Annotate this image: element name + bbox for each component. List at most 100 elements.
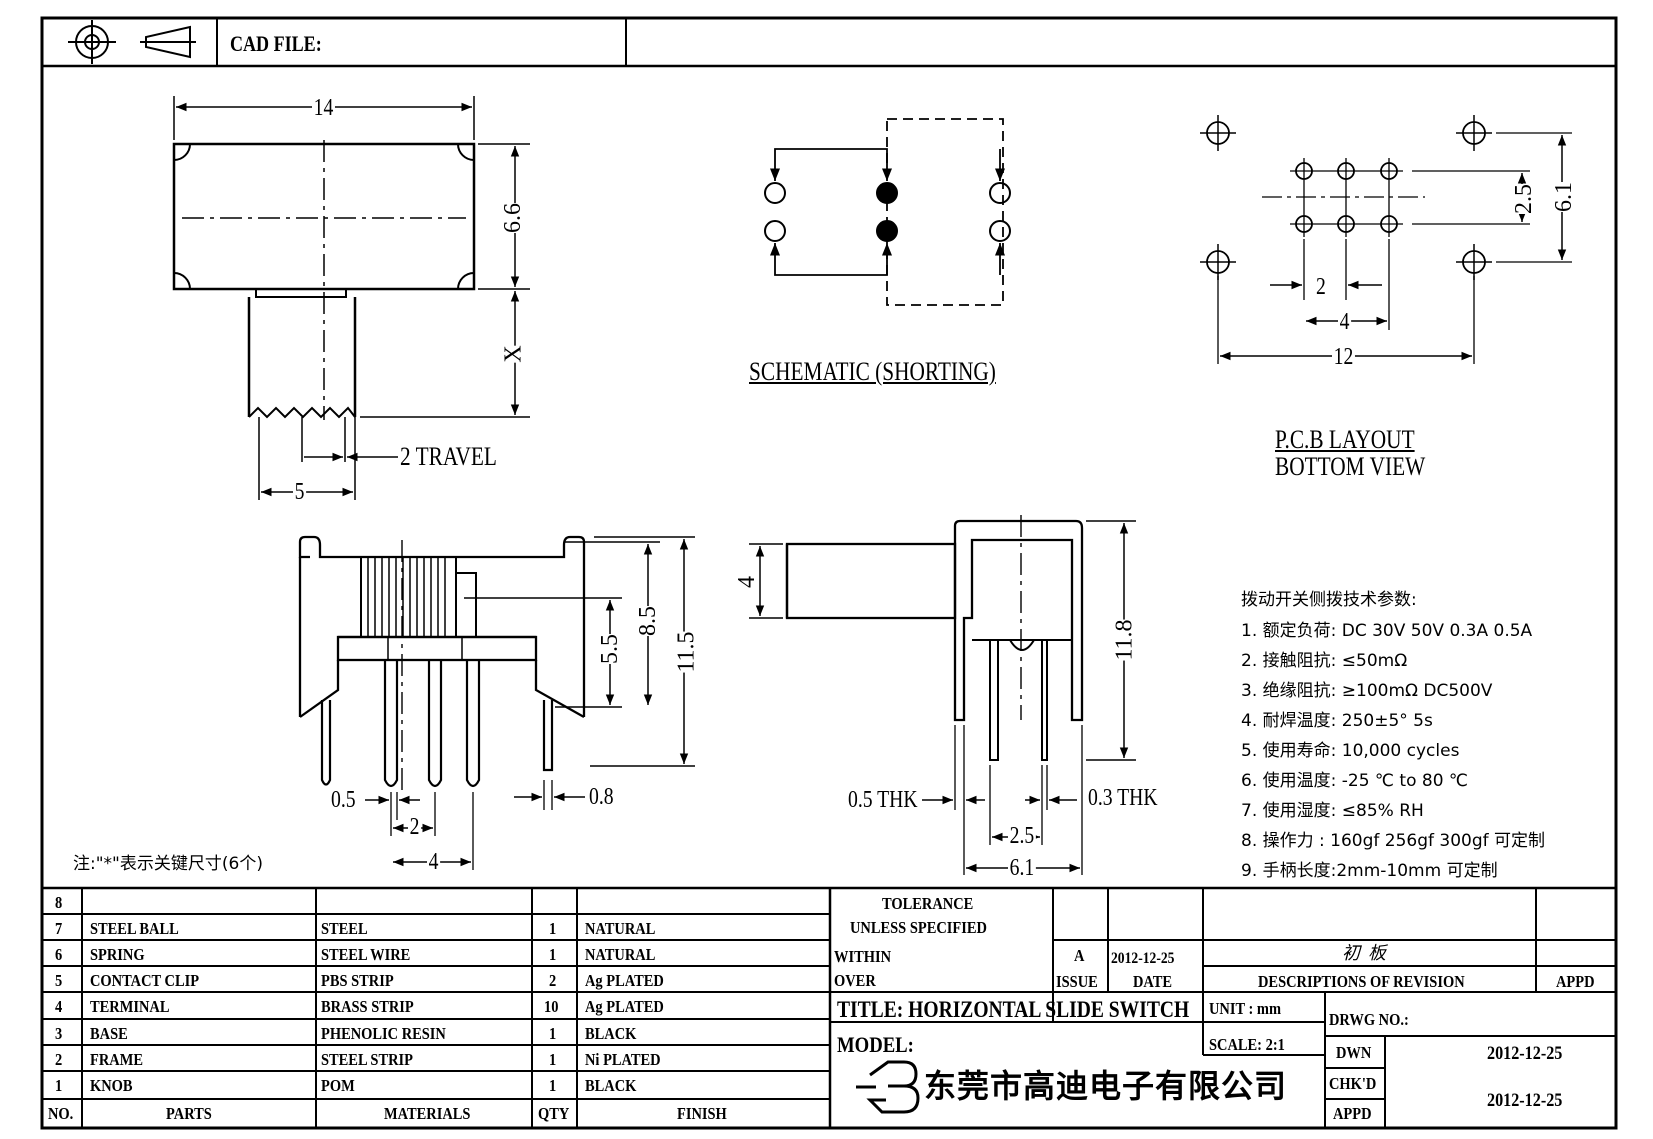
drwg-no-label: DRWG NO.: [1329,1010,1409,1029]
issue-value: A [1074,946,1085,965]
revision-value: 初板 [1342,943,1394,964]
bom-part: SPRING [90,945,145,964]
bom-finish: BLACK [585,1076,637,1095]
bom-table-grid [42,886,1616,1128]
bom-no: 8 [55,893,63,912]
dim-side-61: 6.1 [1008,855,1036,881]
bom-no: 3 [55,1024,63,1043]
bom-no: 4 [55,997,63,1016]
dwn-label: DWN [1336,1043,1372,1062]
dim-front-55: 5.5 [597,634,623,664]
bom-qty: 1 [549,945,557,964]
dim-front-08: 0.8 [589,784,614,810]
pcb-pin-holes [1290,158,1403,237]
company-name: 东莞市高迪电子有限公司 [924,1067,1288,1105]
bom-qty: 1 [549,1024,557,1043]
tolerance-within: WITHIN [834,947,892,966]
dim-pcb-row: 2.5 [1511,184,1537,214]
dim-height: 6.6 [500,203,526,233]
bom-qty: 10 [544,997,559,1016]
revision-desc-label: DESCRIPTIONS OF REVISION [1258,972,1465,991]
date-value: 2012-12-25 [1111,950,1175,967]
dim-pcb-outer: 6.1 [1551,182,1577,212]
bom-material: STEEL [321,919,368,938]
bom-material: STEEL STRIP [321,1050,413,1069]
header-block [42,18,1616,68]
dim-length: 14 [312,95,335,121]
spec-item: 2. 接触阻抗: ≤50mΩ [1241,651,1408,671]
projection-cone-icon [140,25,196,59]
dim-x: X [500,345,527,363]
company-logo-icon [856,1060,920,1114]
issue-label: ISSUE [1056,972,1098,991]
bom-material: PBS STRIP [321,971,394,990]
bom-finish: NATURAL [585,945,656,964]
front-view [298,535,695,870]
key-dimension-note: 注:"*"表示关键尺寸(6个) [73,854,263,874]
dim-pcb-pitch-small: 2 [1316,274,1326,300]
spec-item: 7. 使用湿度: ≤85% RH [1241,801,1424,821]
dim-side-03thk: 0.3 THK [1088,785,1158,811]
specs-title: 拨动开关侧拨技术参数: [1241,590,1417,610]
dim-front-2: 2 [408,814,422,840]
dim-front-05: 0.5 [331,787,356,813]
dwn-date: 2012-12-25 [1487,1043,1563,1064]
dim-side-4: 4 [734,576,760,588]
unit-label: UNIT : mm [1209,999,1281,1018]
bom-qty: 1 [549,919,557,938]
bom-material: POM [321,1076,355,1095]
dim-front-85: 8.5 [635,606,661,636]
schematic-view [764,118,1011,306]
dim-front-4: 4 [427,849,441,875]
dim-pcb-pitch-mid: 4 [1338,309,1352,335]
bom-qty: 2 [549,971,557,990]
bom-header-materials: MATERIALS [384,1104,471,1123]
bom-finish: Ag PLATED [585,971,664,990]
dim-pcb-span: 12 [1332,344,1355,370]
bom-header-parts: PARTS [166,1104,212,1123]
pcb-layout-view [1200,115,1572,364]
bom-material: PHENOLIC RESIN [321,1024,446,1043]
cad-file-label: CAD FILE: [230,31,322,56]
dim-side-25: 2.5 [1008,823,1036,849]
bom-finish: NATURAL [585,919,656,938]
bom-part: STEEL BALL [90,919,179,938]
bom-part: BASE [90,1024,128,1043]
bom-no: 2 [55,1050,63,1069]
appd-label: APPD [1333,1104,1372,1123]
schematic-caption: SCHEMATIC (SHORTING) [749,357,996,386]
bom-no: 1 [55,1076,63,1095]
bom-part: TERMINAL [90,997,170,1016]
chkd-label: CHK'D [1329,1074,1377,1093]
pcb-caption-line2: BOTTOM VIEW [1275,452,1426,481]
bom-part: CONTACT CLIP [90,971,200,990]
bom-no: 7 [55,919,63,938]
spec-item: 1. 额定负荷: DC 30V 50V 0.3A 0.5A [1241,621,1533,641]
spec-item: 6. 使用温度: -25 ℃ to 80 ℃ [1241,771,1469,791]
model-label: MODEL: [837,1032,914,1057]
spec-item: 9. 手柄长度:2mm-10mm 可定制 [1241,861,1498,881]
date-label: DATE [1133,972,1173,991]
bom-qty: 1 [549,1050,557,1069]
bom-material: STEEL WIRE [321,945,411,964]
bom-no: 5 [55,971,63,990]
tolerance-unless: UNLESS SPECIFIED [850,918,987,937]
tolerance-label: TOLERANCE [882,894,974,913]
revision-appd-label: APPD [1556,972,1595,991]
bom-qty: 1 [549,1076,557,1095]
chk-date: 2012-12-25 [1487,1090,1563,1111]
bom-material: BRASS STRIP [321,997,414,1016]
dim-front-115: 11.5 [673,631,700,673]
projection-target-icon [68,20,116,64]
bom-part: FRAME [90,1050,143,1069]
spec-item: 3. 绝缘阻抗: ≥100mΩ DC500V [1241,681,1493,701]
top-view [172,96,530,500]
tolerance-over: OVER [834,971,876,990]
dim-knob-width: 5 [293,479,307,505]
bom-finish: Ag PLATED [585,997,664,1016]
dim-travel: 2 TRAVEL [400,442,497,471]
dim-side-118: 11.8 [1111,619,1138,661]
bom-finish: BLACK [585,1024,637,1043]
dim-side-05thk: 0.5 THK [848,787,918,813]
